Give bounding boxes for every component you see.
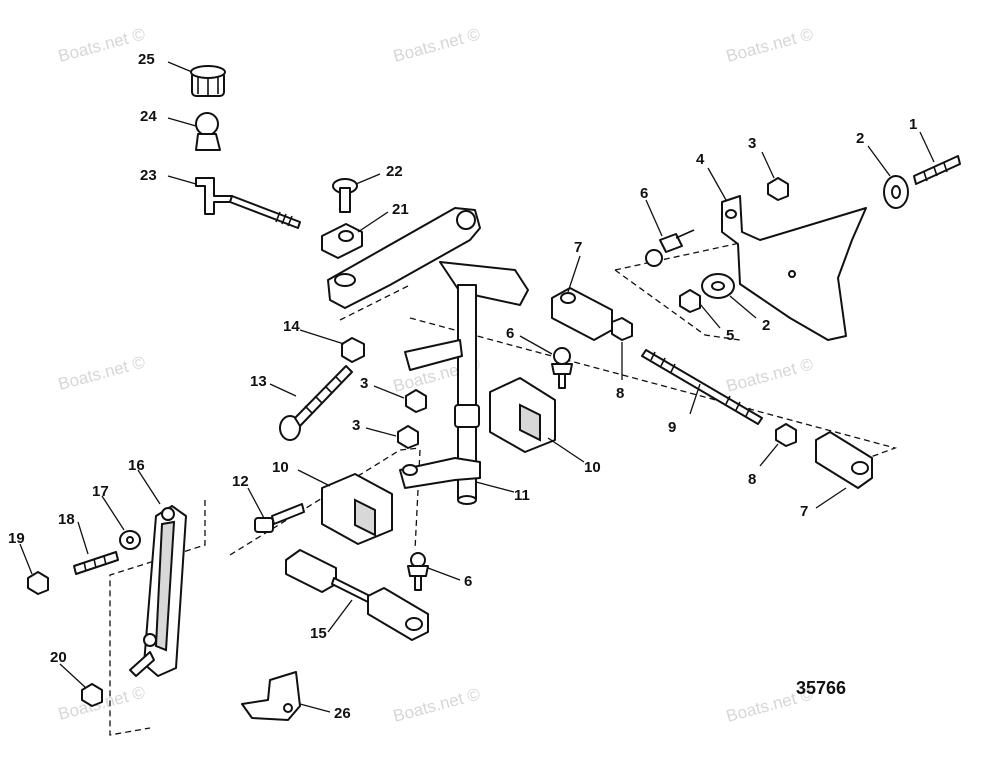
part-3-nut-top [767,177,789,201]
callout-22: 22 [386,163,403,180]
callout-19: 19 [8,530,25,547]
callout-10: 10 [584,459,601,476]
callout-labels: 1 2 3 4 6 2 5 7 6 8 14 13 3 3 9 10 11 8 … [8,51,917,722]
part-22-screw [332,178,358,213]
callout-3: 3 [360,375,368,392]
callout-1: 1 [909,116,917,133]
shaft-lever-upper [404,339,463,371]
callout-10: 10 [272,459,289,476]
callout-3: 3 [352,417,360,434]
part-7-lower-link [815,431,873,489]
part-4-bracket [721,195,867,341]
part-1-stud [913,155,961,185]
callout-2: 2 [762,317,770,334]
callout-3: 3 [748,135,756,152]
part-16-lever-arm [129,505,187,677]
part-21-clamp [321,223,363,259]
part-24-ball-joint [195,112,221,151]
part-6-ball-stud-right [645,229,695,267]
callout-18: 18 [58,511,75,528]
callout-6: 6 [640,185,648,202]
callout-17: 17 [92,483,109,500]
callout-9: 9 [668,419,676,436]
part-20-nut [81,683,103,707]
part-8-nut-upper [611,317,633,341]
callout-24: 24 [140,108,157,125]
part-25-bushing [190,65,226,97]
part-5-nut [679,289,701,313]
part-14-nut [341,337,365,363]
part-9-threaded-rod [641,349,763,425]
callout-4: 4 [696,151,705,168]
leader-lines [19,61,935,713]
part-26-clip [241,671,301,721]
callout-2: 2 [856,130,864,147]
watermark: Boats.net © [56,24,147,66]
callout-23: 23 [140,167,157,184]
callout-25: 25 [138,51,155,68]
callout-7: 7 [574,239,582,256]
assembly-lines [109,242,898,736]
part-3-nut-mid [405,389,427,413]
callout-6: 6 [464,573,472,590]
callout-16: 16 [128,457,145,474]
diagram-reference-number: 35766 [796,678,846,698]
part-2-washer-top [883,175,909,209]
part-19-nut [27,571,49,595]
part-12-cap-screw [254,503,305,533]
part-6-ball-stud-lower [407,552,429,591]
callout-26: 26 [334,705,351,722]
callout-8: 8 [616,385,624,402]
part-23-link-rod [195,177,301,229]
watermark: Boats.net © [724,24,815,66]
part-10-upper-block [489,377,556,453]
part-2-washer-mid [701,273,735,299]
part-15-adjustable-link [285,549,429,641]
watermark: Boats.net © [56,352,147,394]
callout-14: 14 [283,318,300,335]
callout-8: 8 [748,471,756,488]
callout-13: 13 [250,373,267,390]
part-7-upper-link [551,287,613,341]
part-8-nut-lower [775,423,797,447]
part-18-stud [73,551,119,575]
watermark: Boats.net © [391,24,482,66]
callout-5: 5 [726,327,734,344]
watermark: Boats.net © [724,354,815,396]
callout-7: 7 [800,503,808,520]
callout-20: 20 [50,649,67,666]
callout-11: 11 [514,487,530,504]
part-11-lever [399,457,481,489]
part-10-lower-block [321,473,393,545]
callout-15: 15 [310,625,327,642]
part-3-nut-low [397,425,419,449]
callout-12: 12 [232,473,249,490]
part-13-bolt [279,365,353,441]
main-throttle-arm [327,207,529,505]
part-17-washer [119,530,141,550]
callout-21: 21 [392,201,409,218]
watermark: Boats.net © [391,684,482,726]
part-6-ball-stud-upper [551,347,573,389]
callout-6: 6 [506,325,514,342]
